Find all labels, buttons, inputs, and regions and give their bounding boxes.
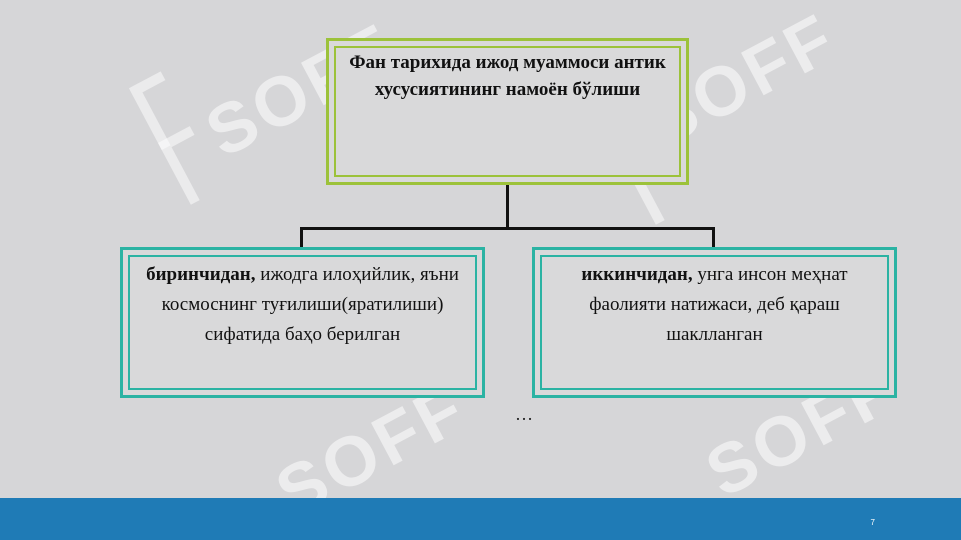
- ellipsis: …: [515, 404, 534, 424]
- top-box-inner-border: [334, 46, 681, 177]
- left-box-text: биринчидан, ижодга илоҳийлик, яъни космо…: [133, 260, 472, 350]
- right-box-inner-border: [540, 255, 889, 390]
- top-box-text: Фан тарихида ижод муаммоси антик хусусия…: [349, 52, 666, 100]
- left-box-body: ижодга илоҳийлик, яъни космоснинг туғили…: [161, 264, 459, 345]
- right-box-text: иккинчидан, унга инсон меҳнат фаолияти н…: [545, 260, 884, 350]
- connector-horizontal: [300, 227, 715, 230]
- left-box-lead: биринчидан,: [146, 264, 256, 285]
- page-number: 7: [870, 518, 875, 527]
- top-box: Фан тарихида ижод муаммоси антик хусусия…: [326, 38, 689, 185]
- left-box-inner-border: [128, 255, 477, 390]
- connector-left-drop: [300, 227, 303, 247]
- right-box-lead: иккинчидан,: [581, 264, 693, 285]
- connector-right-drop: [712, 227, 715, 247]
- footer-bar: [0, 498, 961, 540]
- connector-vertical-top: [506, 185, 509, 229]
- watermark-logo-icon: [113, 69, 227, 212]
- right-box: иккинчидан, унга инсон меҳнат фаолияти н…: [532, 247, 897, 398]
- left-box: биринчидан, ижодга илоҳийлик, яъни космо…: [120, 247, 485, 398]
- right-box-body: унга инсон меҳнат фаолияти натижаси, деб…: [589, 264, 848, 345]
